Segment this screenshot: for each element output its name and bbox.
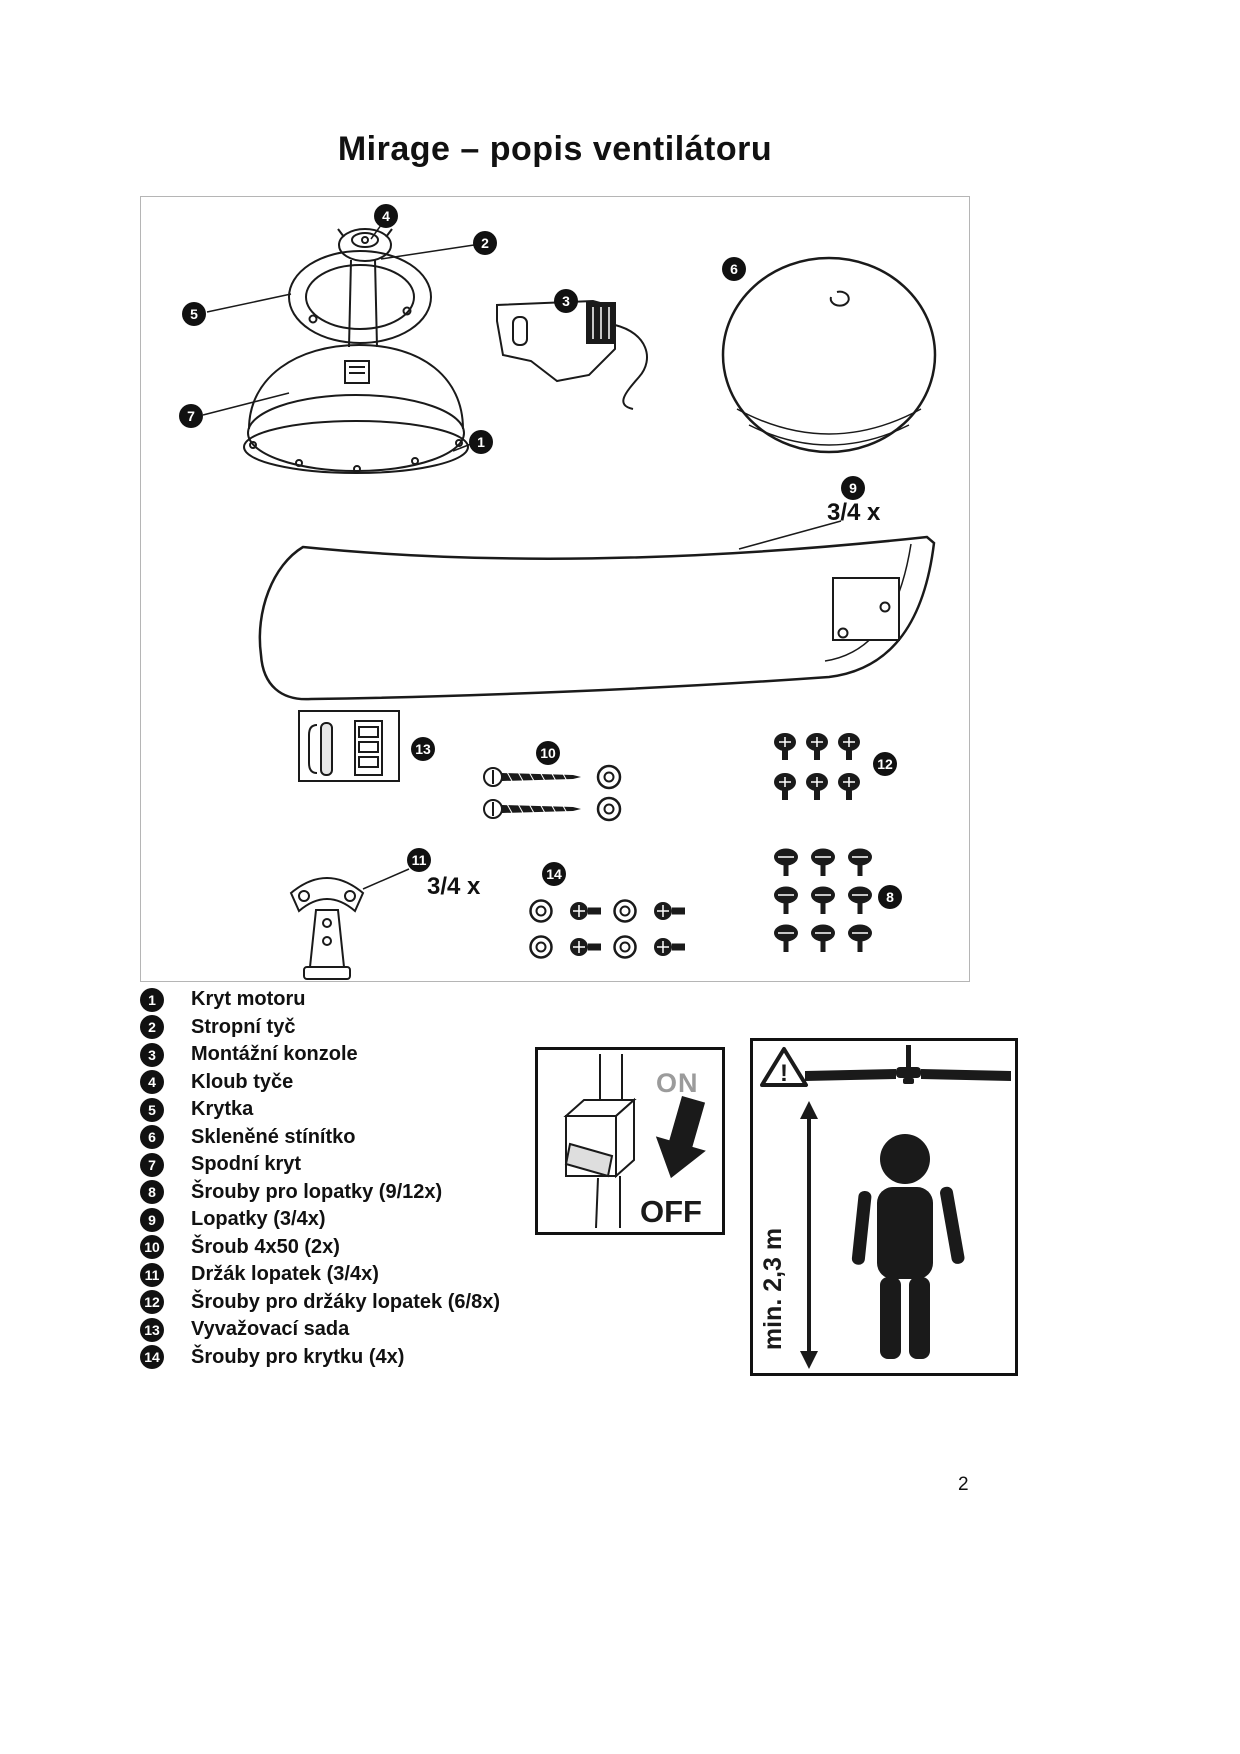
callout-2: 2 [473, 231, 497, 255]
part-number-badge: 3 [140, 1042, 164, 1067]
part-number-badge: 4 [140, 1070, 164, 1095]
page-title: Mirage – popis ventilátoru [337, 130, 773, 168]
callout-10: 10 [536, 741, 560, 765]
part-number-badge: 1 [140, 987, 164, 1012]
off-arrow-icon [655, 1096, 706, 1179]
part-label: Montážní konzole [191, 1043, 358, 1066]
callout-5: 5 [182, 302, 206, 326]
part-label: Vyvažovací sada [191, 1318, 350, 1341]
callout-11: 11 [407, 848, 431, 872]
switch-off-label: OFF [640, 1194, 702, 1229]
part-label: Držák lopatek (3/4x) [191, 1263, 379, 1286]
part-label: Stropní tyč [191, 1015, 296, 1038]
mounting-bracket-illustration [496, 299, 648, 410]
parts-list-item: 11 Držák lopatek (3/4x) [140, 1261, 700, 1289]
callout-12: 12 [873, 752, 897, 776]
switch-on-label: ON [656, 1068, 699, 1098]
fan-blade-illustration [258, 535, 936, 701]
balancing-kit-illustration [298, 710, 400, 782]
part-label: Skleněné stínítko [191, 1125, 356, 1148]
part-number-badge: 14 [140, 1345, 164, 1370]
callout-1: 1 [469, 430, 493, 454]
person-icon [851, 1134, 965, 1359]
screws-4x50-illustration [483, 764, 622, 822]
part-label: Kloub tyče [191, 1070, 294, 1093]
power-switch-illustration [563, 1054, 637, 1229]
parts-diagram-art [202, 220, 937, 980]
cover-screws-illustration [529, 899, 685, 959]
part-number-badge: 12 [140, 1290, 164, 1315]
parts-list-item: 10 Šroub 4x50 (2x) [140, 1234, 700, 1262]
callout-4: 4 [374, 204, 398, 228]
glass-shade-illustration [721, 256, 937, 454]
blade-screws-illustration [774, 848, 872, 952]
part-number-badge: 11 [140, 1262, 164, 1287]
callout-8: 8 [878, 885, 902, 909]
part-label: Lopatky (3/4x) [191, 1208, 326, 1231]
parts-list-item: 2 Stropní tyč [140, 1014, 700, 1042]
parts-list-item: 1 Kryt motoru [140, 986, 700, 1014]
part-label: Šrouby pro krytku (4x) [191, 1345, 405, 1368]
parts-list-item: 9 Lopatky (3/4x) [140, 1206, 700, 1234]
part-label: Šrouby pro lopatky (9/12x) [191, 1180, 443, 1203]
min-height-box: ! min. 2,3 m [750, 1038, 1018, 1376]
parts-diagram: 4 2 5 3 6 7 1 9 3/4 x 13 10 12 11 3/4 x … [140, 196, 970, 982]
page-number: 2 [958, 1474, 969, 1495]
parts-list-item: 4 Kloub tyče [140, 1069, 700, 1097]
parts-list-item: 12 Šrouby pro držáky lopatek (6/8x) [140, 1289, 700, 1317]
power-off-warning-box: ON OFF [535, 1047, 725, 1235]
parts-list: 1 Kryt motoru 2 Stropní tyč 3 Montážní konz… [140, 986, 700, 1371]
parts-list-item: 8 Šrouby pro lopatky (9/12x) [140, 1179, 700, 1207]
part-number-badge: 9 [140, 1207, 164, 1232]
callout-13: 13 [411, 737, 435, 761]
warning-exclamation: ! [780, 1060, 788, 1087]
callout-6: 6 [722, 257, 746, 281]
callout-14: 14 [542, 862, 566, 886]
callout-7: 7 [179, 404, 203, 428]
blade-qty-label: 3/4 x [827, 499, 881, 526]
motor-assembly-illustration [243, 228, 469, 474]
part-label: Krytka [191, 1098, 254, 1121]
parts-list-item: 6 Skleněné stínítko [140, 1124, 700, 1152]
height-arrow [800, 1101, 818, 1369]
parts-list-item: 7 Spodní kryt [140, 1151, 700, 1179]
callout-9: 9 [841, 476, 865, 500]
parts-list-item: 3 Montážní konzole [140, 1041, 700, 1069]
holder-qty-label: 3/4 x [427, 873, 481, 900]
blade-holder-illustration [289, 877, 365, 980]
part-label: Kryt motoru [191, 988, 306, 1011]
parts-list-item: 14 Šrouby pro krytku (4x) [140, 1344, 700, 1372]
part-number-badge: 8 [140, 1180, 164, 1205]
part-label: Šroub 4x50 (2x) [191, 1235, 340, 1258]
ceiling-fan-icon [805, 1045, 1011, 1084]
part-number-badge: 7 [140, 1152, 164, 1177]
part-number-badge: 2 [140, 1015, 164, 1040]
part-label: Šrouby pro držáky lopatek (6/8x) [191, 1290, 500, 1313]
warning-triangle-icon: ! [760, 1047, 808, 1087]
parts-list-item: 13 Vyvažovací sada [140, 1316, 700, 1344]
part-number-badge: 6 [140, 1125, 164, 1150]
parts-list-item: 5 Krytka [140, 1096, 700, 1124]
part-number-badge: 5 [140, 1097, 164, 1122]
part-number-badge: 13 [140, 1317, 164, 1342]
bracket-screws-illustration [774, 733, 860, 800]
part-label: Spodní kryt [191, 1153, 302, 1176]
part-number-badge: 10 [140, 1235, 164, 1260]
callout-3: 3 [554, 289, 578, 313]
min-height-label: min. 2,3 m [759, 1228, 787, 1350]
